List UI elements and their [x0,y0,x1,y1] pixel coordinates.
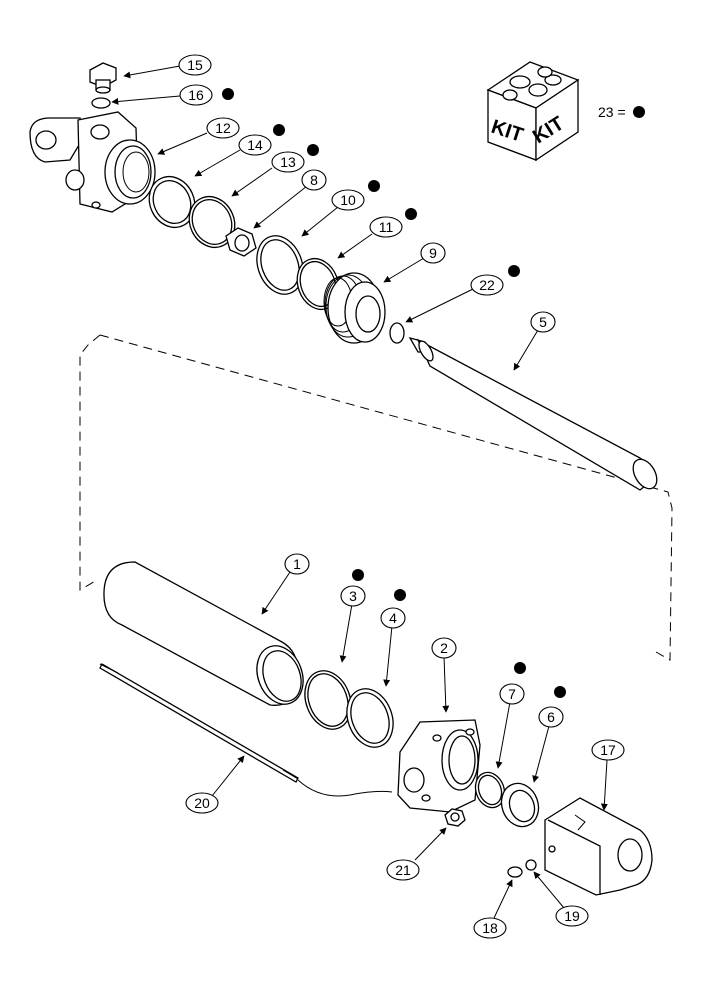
svg-text:9: 9 [429,245,437,261]
kit-dot-3-icon [352,569,364,581]
part-16-washer [91,97,111,109]
kit-dot-7-icon [514,662,526,674]
part-12-end-cap [29,111,156,213]
kit-legend-label: 23 = [598,104,626,120]
callout-8: 8 [301,169,327,191]
svg-text:14: 14 [247,137,263,153]
kit-legend: 23 = [598,104,645,120]
svg-text:15: 15 [187,57,203,73]
part-14-ring [148,176,196,228]
part-13-ring [188,196,236,248]
part-10-ring [256,235,304,295]
part-3-ring [304,670,352,730]
kit-dot-10-icon [368,180,380,192]
kit-dot-4-icon [394,589,406,601]
callout-21: 21 [386,859,420,881]
svg-text:1: 1 [293,556,301,572]
callout-5: 5 [530,311,556,333]
callout-19: 19 [555,905,589,927]
callout-22: 22 [470,274,504,296]
callout-3: 3 [340,585,366,607]
kit-dot-13-icon [307,144,319,156]
callout-16: 16 [179,84,213,106]
svg-text:3: 3 [349,588,357,604]
kit-dot-11-icon [405,208,417,220]
part-2-rod-guide [397,719,481,813]
part-6-seal [500,782,540,828]
part-8-nut [225,227,257,257]
callout-17: 17 [591,739,625,761]
kit-dot-22-icon [508,265,520,277]
svg-text:12: 12 [215,120,231,136]
part-7-ring [474,771,506,809]
svg-text:4: 4 [389,610,397,626]
callout-10: 10 [331,189,365,211]
callout-1: 1 [284,553,310,575]
svg-text:10: 10 [340,192,356,208]
part-1-barrel [103,561,304,706]
svg-text:16: 16 [188,87,204,103]
kit-dot-16-icon [222,88,234,100]
callout-6: 6 [538,706,564,728]
svg-text:22: 22 [479,277,495,293]
part-19-ball [525,859,537,871]
leader-lines [111,65,608,919]
callout-14: 14 [238,134,272,156]
svg-text:11: 11 [379,219,394,235]
svg-text:8: 8 [310,172,318,188]
part-22-o-ring [389,322,405,344]
svg-text:20: 20 [194,795,210,811]
svg-text:6: 6 [547,709,555,725]
part-18-set-screw [507,866,523,878]
callout-15: 15 [178,54,212,76]
callout-7: 7 [499,683,525,705]
callout-20: 20 [185,792,219,814]
svg-text:19: 19 [564,908,580,924]
part-5-rod [408,336,658,491]
kit-dot-14-icon [273,124,285,136]
part-4-ring [346,688,394,748]
callout-2: 2 [431,637,457,659]
callout-11: 11 [369,216,403,238]
kit-dot-6-icon [554,686,566,698]
part-17-clevis [544,797,653,896]
kit-legend-dot-icon [633,106,645,118]
kit-member-dots [222,88,566,698]
svg-text:5: 5 [539,314,547,330]
part-15-bolt [89,62,117,94]
callout-18: 18 [473,917,507,939]
callout-13: 13 [271,151,305,173]
svg-text:7: 7 [508,686,516,702]
svg-text:18: 18 [482,920,498,936]
svg-text:13: 13 [280,154,296,170]
svg-text:21: 21 [395,862,411,878]
callout-9: 9 [420,242,446,264]
part-9-piston [323,272,386,344]
part-20-tie-rod [99,663,393,797]
part-21-nut [444,808,466,827]
kit-box-icon: KIT KIT [486,61,580,162]
assembly-dashed-outline [79,334,673,661]
callout-4: 4 [380,607,406,629]
svg-text:17: 17 [600,742,616,758]
callout-12: 12 [206,117,240,139]
svg-text:2: 2 [440,640,448,656]
